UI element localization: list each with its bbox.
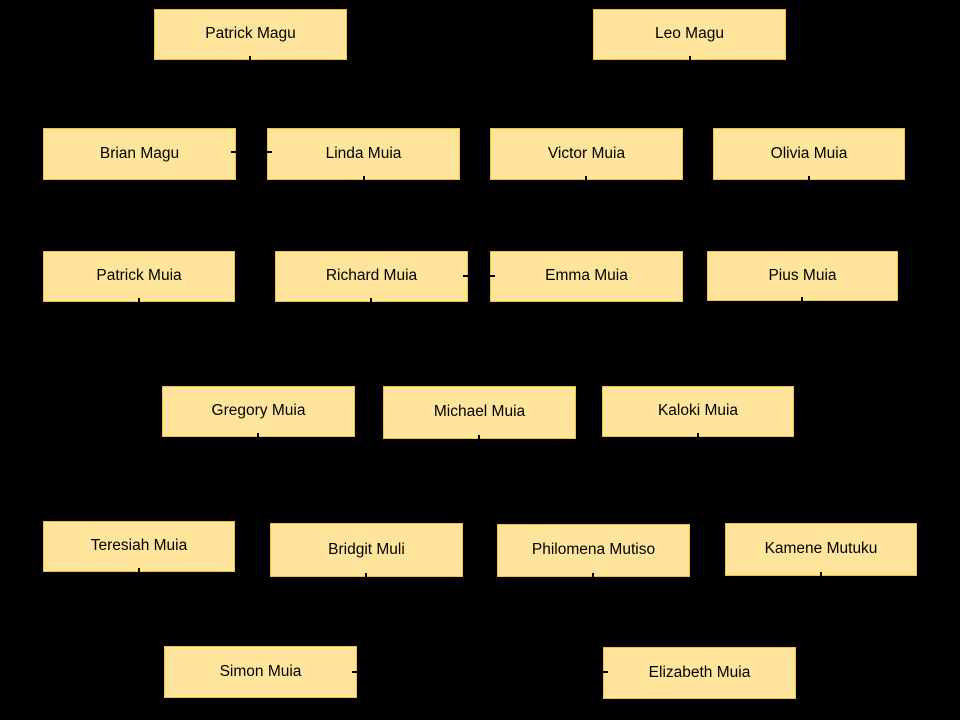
node-label: Elizabeth Muia bbox=[648, 663, 751, 681]
couple-connector-brian-magu--linda-muia bbox=[231, 151, 272, 153]
node-elizabeth-muia[interactable]: Elizabeth Muia bbox=[603, 647, 796, 699]
couple-connector-richard-muia--emma-muia bbox=[463, 275, 495, 277]
connector-tick-gregory-muia bbox=[257, 433, 259, 438]
node-label: Bridgit Muli bbox=[328, 540, 405, 558]
connector-tick-victor-muia bbox=[585, 176, 587, 181]
node-label: Brian Magu bbox=[99, 144, 180, 162]
node-patrick-muia[interactable]: Patrick Muia bbox=[43, 251, 235, 302]
node-patrick-magu[interactable]: Patrick Magu bbox=[154, 9, 347, 60]
node-richard-muia[interactable]: Richard Muia bbox=[275, 251, 468, 302]
node-label: Olivia Muia bbox=[770, 144, 848, 162]
connector-tick-linda-muia bbox=[363, 176, 365, 181]
connector-tick-richard-muia bbox=[370, 298, 372, 303]
node-michael-muia[interactable]: Michael Muia bbox=[383, 386, 576, 439]
node-teresiah-muia[interactable]: Teresiah Muia bbox=[43, 521, 235, 572]
node-gregory-muia[interactable]: Gregory Muia bbox=[162, 386, 355, 437]
node-label: Emma Muia bbox=[545, 267, 628, 285]
node-olivia-muia[interactable]: Olivia Muia bbox=[713, 128, 905, 180]
connector-tick-patrick-magu bbox=[249, 56, 251, 61]
connector-tick-philomena-mutiso bbox=[592, 573, 594, 578]
node-label: Kaloki Muia bbox=[657, 402, 739, 420]
node-label: Gregory Muia bbox=[211, 402, 306, 420]
node-emma-muia[interactable]: Emma Muia bbox=[490, 251, 683, 302]
node-label: Leo Magu bbox=[655, 25, 724, 43]
node-label: Pius Muia bbox=[768, 266, 837, 284]
connector-tick-olivia-muia bbox=[808, 176, 810, 181]
node-kamene-mutuku[interactable]: Kamene Mutuku bbox=[725, 523, 917, 576]
node-bridgit-muli[interactable]: Bridgit Muli bbox=[270, 523, 463, 577]
node-philomena-mutiso[interactable]: Philomena Mutiso bbox=[497, 524, 690, 577]
node-label: Linda Muia bbox=[325, 144, 402, 162]
node-label: Patrick Muia bbox=[96, 267, 182, 285]
connector-tick-teresiah-muia bbox=[138, 568, 140, 573]
node-label: Victor Muia bbox=[547, 144, 626, 162]
connector-tick-kamene-mutuku bbox=[820, 572, 822, 577]
node-label: Philomena Mutiso bbox=[531, 541, 656, 559]
connector-tick-patrick-muia bbox=[138, 298, 140, 303]
connector-tick-kaloki-muia bbox=[697, 433, 699, 438]
node-simon-muia[interactable]: Simon Muia bbox=[164, 646, 357, 698]
node-label: Michael Muia bbox=[433, 403, 526, 421]
node-leo-magu[interactable]: Leo Magu bbox=[593, 9, 786, 60]
node-label: Richard Muia bbox=[325, 267, 418, 285]
node-label: Kamene Mutuku bbox=[764, 540, 878, 558]
node-kaloki-muia[interactable]: Kaloki Muia bbox=[602, 386, 794, 437]
connector-tick-pius-muia bbox=[801, 297, 803, 302]
node-brian-magu[interactable]: Brian Magu bbox=[43, 128, 236, 180]
connector-tick-michael-muia bbox=[478, 435, 480, 440]
connector-tick-leo-magu bbox=[689, 56, 691, 61]
node-linda-muia[interactable]: Linda Muia bbox=[267, 128, 460, 180]
node-label: Patrick Magu bbox=[205, 25, 296, 43]
connector-tick-bridgit-muli bbox=[365, 573, 367, 578]
node-victor-muia[interactable]: Victor Muia bbox=[490, 128, 683, 180]
node-label: Simon Muia bbox=[219, 662, 302, 680]
node-label: Teresiah Muia bbox=[90, 537, 188, 555]
node-pius-muia[interactable]: Pius Muia bbox=[707, 251, 898, 301]
couple-connector-simon-muia--elizabeth-muia bbox=[352, 671, 608, 673]
